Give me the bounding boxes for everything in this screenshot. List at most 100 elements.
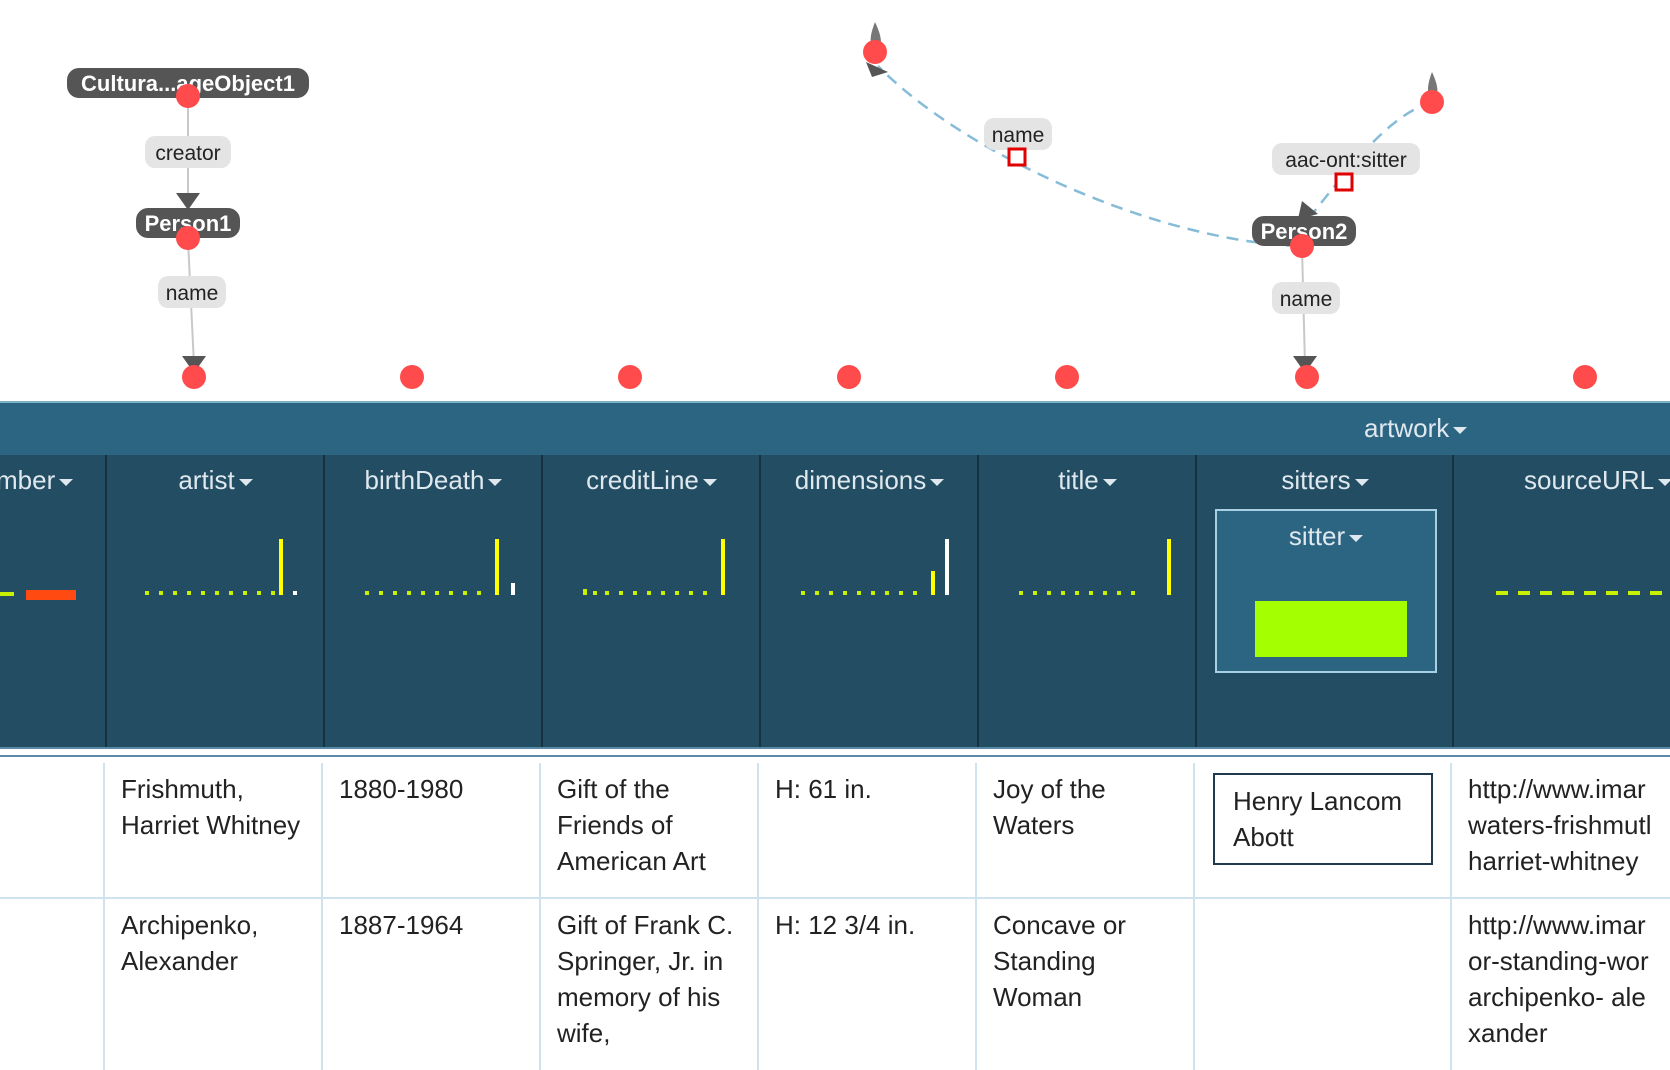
node-person1[interactable]: Person1	[136, 208, 240, 238]
column-header-title[interactable]: title	[977, 455, 1196, 747]
node-dot[interactable]	[176, 84, 200, 108]
node-dot[interactable]	[863, 40, 887, 64]
histogram-bar	[215, 591, 219, 595]
cell-sourceurl[interactable]: http://www.imar waters-frishmutl harriet…	[1450, 763, 1670, 897]
chevron-down-icon	[1354, 478, 1369, 486]
table-row[interactable]: Archipenko, Alexander 1887-1964 Gift of …	[0, 899, 1670, 1070]
histogram-bar	[583, 589, 587, 595]
column-anchor-dot-sourceurl[interactable]	[1573, 365, 1597, 389]
column-header-artist[interactable]: artist	[105, 455, 324, 747]
edge-label-creator[interactable]: creator	[145, 136, 231, 168]
column-header-label: birthDeath	[325, 465, 542, 496]
histogram-bar	[857, 591, 861, 595]
histogram-bar	[1496, 591, 1508, 595]
cell-dimensions[interactable]: H: 12 3/4 in.	[757, 899, 976, 1070]
cell-artist[interactable]: Archipenko, Alexander	[103, 899, 322, 1070]
cell-creditline[interactable]: Gift of Frank C. Springer, Jr. in memory…	[539, 899, 758, 1070]
cell-title[interactable]: Joy of the Waters	[975, 763, 1194, 897]
cell-number[interactable]	[0, 899, 104, 1070]
column-header-label: sourceURL	[1524, 465, 1670, 496]
header-separator	[0, 747, 1670, 761]
group-header-label: artwork	[1364, 413, 1450, 443]
histogram-bar	[689, 591, 693, 595]
histogram	[583, 539, 725, 595]
cell-number[interactable]	[0, 763, 104, 897]
nested-cell-sitter[interactable]: Henry Lancom Abott	[1213, 773, 1433, 865]
cell-sourceurl[interactable]: http://www.imar or-standing-wor archipen…	[1450, 899, 1670, 1070]
column-anchor-dot-creditline[interactable]	[618, 365, 642, 389]
group-header-bar: artwork	[0, 401, 1670, 456]
cell-title[interactable]: Concave or Standing Woman	[975, 899, 1194, 1070]
arrow-icon	[1298, 201, 1318, 219]
cell-creditline[interactable]: Gift of the Friends of American Art	[539, 763, 758, 897]
cell-birthdeath[interactable]: 1880-1980	[321, 763, 540, 897]
histogram-bar	[945, 539, 949, 595]
column-header-number[interactable]: mber	[0, 455, 106, 747]
column-anchor-dot-sitters[interactable]	[1295, 365, 1319, 389]
edge-label-top-name[interactable]: name	[984, 118, 1052, 150]
histogram-bar	[173, 591, 177, 595]
edge-label-person1-name[interactable]: name	[158, 276, 226, 308]
node-dot[interactable]	[1290, 234, 1314, 258]
edge-label-sitter[interactable]: aac-ont:sitter	[1272, 143, 1420, 175]
column-header-birthdeath[interactable]: birthDeath	[323, 455, 542, 747]
column-anchor-dot-artist[interactable]	[182, 365, 206, 389]
column-anchor-dot-title[interactable]	[1055, 365, 1079, 389]
cell-birthdeath[interactable]: 1887-1964	[321, 899, 540, 1070]
histogram-bar	[257, 591, 261, 595]
edge-label-person2-name[interactable]: name	[1272, 282, 1340, 314]
table-row[interactable]: Frishmuth, Harriet Whitney 1880-1980 Gif…	[0, 763, 1670, 899]
histogram-bar	[1019, 591, 1023, 595]
column-header-label: mber	[0, 465, 106, 496]
histogram-bar	[815, 591, 819, 595]
column-header-sitters[interactable]: sitters sitter	[1195, 455, 1453, 747]
cell-sitters[interactable]: Henry Lancom Abott	[1193, 763, 1451, 897]
histogram-bar	[1584, 591, 1596, 595]
column-header-sourceurl[interactable]: sourceURL	[1452, 455, 1670, 747]
edge-top-name-line[interactable]	[877, 65, 1299, 248]
histogram-bar	[801, 591, 805, 595]
chevron-down-icon	[930, 478, 945, 486]
column-header-creditline[interactable]: creditLine	[541, 455, 760, 747]
histogram-bar	[1562, 591, 1574, 595]
group-header-artwork[interactable]: artwork	[1364, 413, 1468, 444]
column-header-dimensions[interactable]: dimensions	[759, 455, 978, 747]
histogram-bar	[1089, 591, 1093, 595]
chevron-down-icon	[1658, 478, 1670, 486]
chevron-down-icon	[1102, 478, 1117, 486]
histogram-bar	[703, 591, 707, 595]
histogram	[801, 539, 949, 595]
cell-artist[interactable]: Frishmuth, Harriet Whitney	[103, 763, 322, 897]
histogram	[145, 539, 297, 595]
histogram-bar	[1255, 601, 1407, 657]
cell-dimensions[interactable]: H: 61 in.	[757, 763, 976, 897]
histogram-bar	[605, 591, 609, 595]
edge-marker-top-name[interactable]	[1007, 147, 1027, 167]
histogram-bar	[633, 591, 637, 595]
histogram-bar	[293, 591, 297, 595]
node-dot[interactable]	[1420, 90, 1444, 114]
edge-marker-sitter[interactable]	[1334, 172, 1354, 192]
chevron-down-icon	[702, 478, 717, 486]
histogram-bar	[661, 591, 665, 595]
cell-sitters[interactable]	[1193, 899, 1451, 1070]
histogram	[365, 539, 515, 595]
column-header-sitter[interactable]: sitter	[1215, 509, 1437, 673]
column-header-label: artist	[107, 465, 324, 496]
column-anchor-dot-birthdeath[interactable]	[400, 365, 424, 389]
histogram-bar	[1167, 539, 1171, 595]
node-person2[interactable]: Person2	[1252, 216, 1356, 246]
edge-sitter-line[interactable]	[1305, 100, 1433, 223]
chevron-down-icon	[59, 478, 74, 486]
histogram-bar	[365, 591, 369, 595]
arrow-icon	[176, 193, 200, 210]
histogram	[1019, 539, 1171, 595]
edge-label-text: name	[1280, 288, 1333, 311]
node-dot[interactable]	[176, 226, 200, 250]
histogram-bar	[477, 591, 481, 595]
column-anchor-dot-dimensions[interactable]	[837, 365, 861, 389]
model-graph[interactable]: Cultura...ageObject1 Person1 Person2 cre…	[0, 0, 1670, 400]
arrow-icon	[182, 356, 206, 373]
histogram-bar	[271, 591, 275, 595]
histogram-bar	[931, 571, 935, 595]
